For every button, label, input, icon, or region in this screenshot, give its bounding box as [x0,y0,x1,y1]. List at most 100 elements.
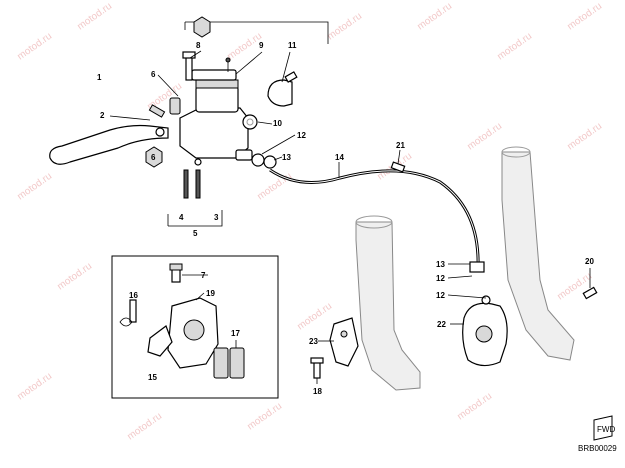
leader-line [447,275,473,279]
brake-hose-group [269,161,485,273]
callout-22: 22 [437,320,446,329]
ring-10 [242,114,258,130]
brake-lever [49,124,169,165]
ring-10-inner [246,118,254,126]
watermark-text: motod.ru [565,121,604,153]
callout-9: 9 [259,41,264,50]
leader-line [157,74,179,97]
leader-line [447,294,487,299]
watermark-text: motod.ru [415,1,454,33]
hose-clip-21 [390,161,406,173]
fork-tube-left-top [355,215,393,229]
bolt-8-head [182,51,196,59]
brake-pad [229,347,245,379]
bracket-hole [340,330,348,338]
callout-23: 23 [309,337,318,346]
master-cylinder-group [49,16,329,227]
callout-7: 7 [201,271,206,280]
callout-21: 21 [396,141,405,150]
reservoir [195,85,239,113]
caliper-piston [475,325,493,343]
watermark-text: motod.ru [75,1,114,33]
callout-10: 10 [273,119,282,128]
watermark-text: motod.ru [495,31,534,63]
callout-14: 14 [335,153,344,162]
bolt-20 [582,286,598,300]
leader-line [397,149,401,165]
leader-lines [109,50,591,384]
fork-tube-right-top [501,146,531,158]
brake-hose-highlight [269,169,479,269]
callout-19: 19 [206,289,215,298]
banjo-washer [263,155,277,169]
leader-line [109,115,151,121]
leader-line [273,156,283,161]
watermark-text: motod.ru [15,31,54,63]
callout-6: 6 [151,70,156,79]
callout-16: 16 [129,291,138,300]
pivot-bolt [169,97,181,115]
leader-line [235,51,263,75]
watermark-text: motod.ru [125,411,164,443]
callout-13: 13 [282,153,291,162]
caliper-detail-inset [111,255,279,399]
pad-clip [119,317,133,327]
bracket-23 [329,317,359,367]
callout-4: 4 [179,213,184,222]
bolt-8 [185,55,193,81]
watermark-text: motod.ru [245,401,284,433]
brake-switch [183,169,189,199]
watermark-text: motod.ru [455,391,494,423]
brake-pad [213,347,229,379]
callout-20: 20 [585,257,594,266]
banjo-bolt [235,149,253,161]
cap-screw [225,57,231,63]
callout-17: 17 [231,329,240,338]
leader-line [257,121,273,125]
watermark-text: motod.ru [15,371,54,403]
callout-8: 8 [196,41,201,50]
watermark-text: motod.ru [55,261,94,293]
diagram-code: BRB00029 [578,444,617,453]
switch-nut [194,158,202,166]
pivot-pin [148,104,166,118]
bolt-18 [313,361,321,379]
watermark-text: motod.ru [565,1,604,33]
hex-tag [193,16,211,38]
banjo-washer [251,153,265,167]
caliper-bracket [310,317,359,379]
lever-pivot [155,127,165,137]
reservoir-gasket [195,79,239,89]
callout-13: 13 [436,260,445,269]
callout-12: 12 [436,291,445,300]
leader-line [185,21,329,44]
bolt-18-head [310,357,324,364]
leader-line [261,134,296,155]
handlebar-clamp [267,79,293,107]
bleed-cap [169,263,183,271]
bleeder [481,295,491,305]
pad-spring-15 [147,325,173,357]
hose-fitting [469,261,485,273]
callout-1: 1 [97,73,102,82]
pad-pin-16 [129,299,137,323]
caliper-piston-19 [183,319,205,341]
leader-line [195,292,205,301]
leader-line [189,50,202,59]
callout-12: 12 [297,131,306,140]
watermark-text: motod.ru [15,171,54,203]
clamp-bolt [284,71,298,83]
callout-labels: 1 2 3 4 5 6 6 7 8 9 10 11 12 12 12 13 13… [97,41,594,396]
fork-leg-right [501,151,575,361]
watermark-text: motod.ru [295,301,334,333]
fork-legs [355,146,575,391]
callout-15: 15 [148,373,157,382]
callout-5: 5 [193,229,198,238]
watermark-text: motod.ru [255,171,294,203]
callout-12: 12 [436,274,445,283]
callout-3: 3 [214,213,219,222]
callout-18: 18 [313,387,322,396]
fwd-arrow-icon: FWD [593,415,615,441]
leader-line [281,51,291,83]
